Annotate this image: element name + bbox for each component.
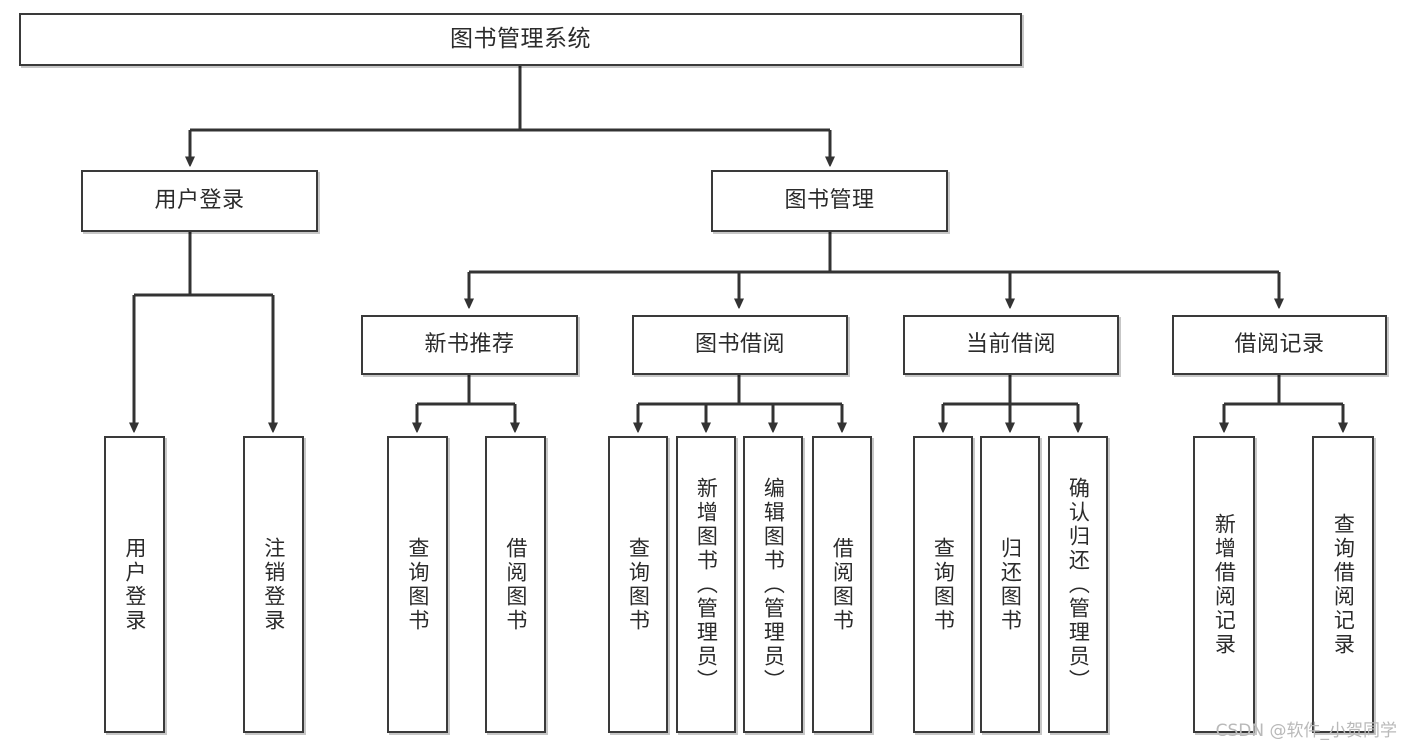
node-label: 归还图书: [998, 536, 1023, 633]
node-label: 查询图书: [931, 536, 956, 633]
node-label: 注销登录: [261, 536, 286, 633]
leaf-node-book-borrow-borrow[interactable]: 借阅图书: [812, 436, 872, 733]
node-label: 新增借阅记录: [1212, 512, 1237, 657]
leaf-node-book-borrow-query[interactable]: 查询图书: [608, 436, 668, 733]
node-label: 查询借阅记录: [1331, 512, 1356, 657]
node-label: 当前借阅: [965, 332, 1056, 358]
node-book-management[interactable]: 图书管理: [711, 170, 948, 232]
leaf-node-borrow-record-add[interactable]: 新增借阅记录: [1193, 436, 1255, 733]
node-label: 编辑图书（管理员）: [761, 476, 786, 693]
node-label: 图书管理系统: [450, 25, 591, 52]
leaf-node-current-borrow-query[interactable]: 查询图书: [913, 436, 973, 733]
leaf-node-user-login-signin[interactable]: 用户登录: [104, 436, 165, 733]
node-current-borrow[interactable]: 当前借阅: [903, 315, 1119, 375]
node-label: 确认归还（管理员）: [1066, 476, 1091, 693]
leaf-node-new-book-query[interactable]: 查询图书: [387, 436, 448, 733]
node-label: 借阅记录: [1234, 332, 1325, 358]
leaf-node-user-login-signout[interactable]: 注销登录: [243, 436, 304, 733]
node-label: 借阅图书: [503, 536, 528, 633]
node-borrow-record[interactable]: 借阅记录: [1172, 315, 1387, 375]
node-label: 查询图书: [405, 536, 430, 633]
node-label: 借阅图书: [830, 536, 855, 633]
node-label: 用户登录: [122, 536, 147, 633]
node-label: 图书管理: [784, 188, 875, 214]
node-user-login[interactable]: 用户登录: [81, 170, 318, 232]
node-book-borrow[interactable]: 图书借阅: [632, 315, 848, 375]
node-label: 用户登录: [154, 188, 245, 214]
leaf-node-new-book-borrow[interactable]: 借阅图书: [485, 436, 546, 733]
node-label: 图书借阅: [694, 332, 785, 358]
csdn-watermark: CSDN @软件_小贺同学: [1215, 721, 1397, 741]
leaf-node-book-borrow-edit[interactable]: 编辑图书（管理员）: [743, 436, 803, 733]
node-book-management-system[interactable]: 图书管理系统: [19, 13, 1022, 66]
node-new-book-recommend[interactable]: 新书推荐: [361, 315, 578, 375]
node-label: 新增图书（管理员）: [694, 476, 719, 693]
leaf-node-borrow-record-query[interactable]: 查询借阅记录: [1312, 436, 1374, 733]
leaf-node-book-borrow-add[interactable]: 新增图书（管理员）: [676, 436, 736, 733]
node-label: 查询图书: [626, 536, 651, 633]
leaf-node-current-borrow-return[interactable]: 归还图书: [980, 436, 1040, 733]
node-label: 新书推荐: [424, 332, 515, 358]
leaf-node-current-borrow-confirm-return[interactable]: 确认归还（管理员）: [1048, 436, 1108, 733]
